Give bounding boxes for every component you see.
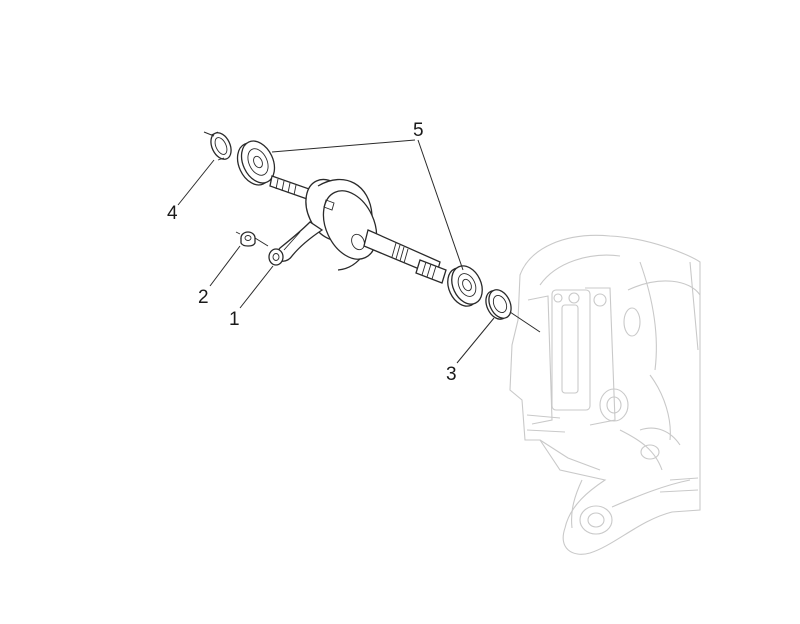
main-bearing-left — [236, 140, 276, 186]
callout-2: 2 — [198, 287, 209, 308]
main-bearing-right — [447, 265, 483, 307]
leader-5a — [271, 139, 416, 153]
leader-1 — [239, 265, 274, 309]
callout-4: 4 — [167, 203, 178, 224]
callout-5: 5 — [413, 120, 424, 141]
small-end-bearing — [235, 231, 256, 247]
leader-3 — [456, 317, 495, 364]
callout-labels: 5 4 2 1 3 — [167, 120, 457, 385]
oil-seal-left — [210, 131, 232, 161]
oil-seal-right — [485, 289, 512, 320]
callout-1: 1 — [229, 309, 240, 330]
leader-3-tail — [509, 311, 541, 333]
leader-4-tail — [203, 131, 215, 137]
leader-2 — [209, 245, 241, 287]
crankshaft — [268, 175, 447, 284]
leader-2-tail — [254, 237, 269, 247]
leader-4 — [177, 159, 215, 206]
crankcase-ghost — [509, 234, 701, 555]
callout-3: 3 — [446, 364, 457, 385]
leader-lines — [177, 131, 541, 364]
leader-5b — [417, 139, 464, 271]
